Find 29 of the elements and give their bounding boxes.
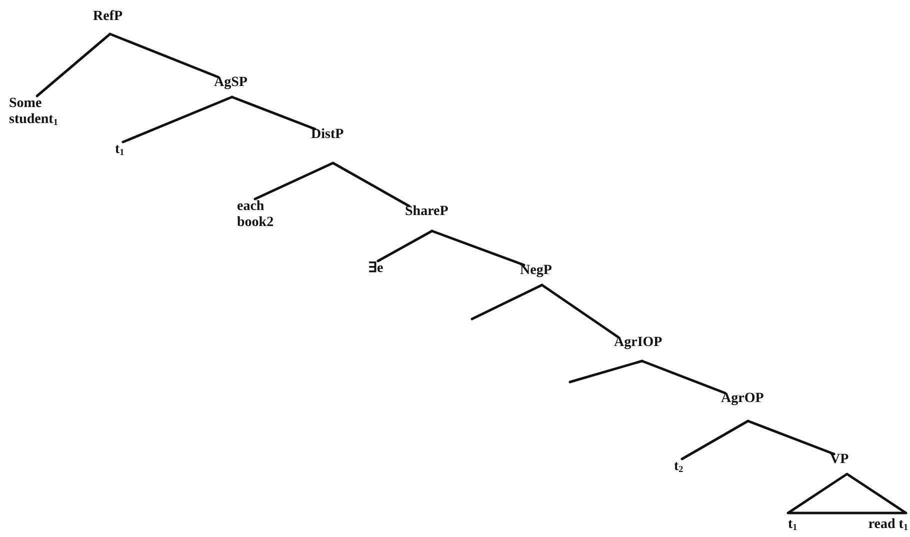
- tree-label: DistP: [311, 127, 351, 144]
- tree-branch: [376, 230, 434, 262]
- tree-branch: [680, 420, 750, 460]
- tree-branch: [540, 284, 620, 338]
- tree-branch: [568, 360, 644, 384]
- tree-branch: [640, 360, 726, 394]
- tree-branch: [332, 162, 410, 208]
- tree-branch: [470, 284, 544, 320]
- tree-branch: [230, 96, 316, 130]
- tree-label: RefP: [93, 9, 129, 26]
- tree-branch: [122, 96, 234, 144]
- tree-label: Some student$_{1}$: [9, 96, 73, 128]
- tree-label: NegP: [520, 263, 562, 280]
- tree-label: t$_{2}$: [674, 459, 690, 476]
- tree-label: ∃e: [368, 261, 392, 278]
- tree-branch: [36, 32, 112, 98]
- tree-label: read t$_{1}$: [868, 516, 908, 533]
- tree-branch: [430, 230, 526, 266]
- tree-label: t$_{1}$: [788, 516, 798, 533]
- tree-label: ShareP: [405, 204, 457, 220]
- tree-label: VP: [830, 452, 860, 468]
- tree-label: AgSP: [214, 75, 252, 92]
- tree-label: t$_{1}$: [115, 142, 131, 158]
- tree-branch: [746, 420, 836, 456]
- tree-branch: [254, 162, 334, 200]
- tree-branch: [108, 32, 220, 78]
- tree-label: AgrOP: [721, 391, 775, 408]
- tree-label: each book2: [237, 199, 277, 232]
- tree-label: AgrIOP: [614, 335, 668, 352]
